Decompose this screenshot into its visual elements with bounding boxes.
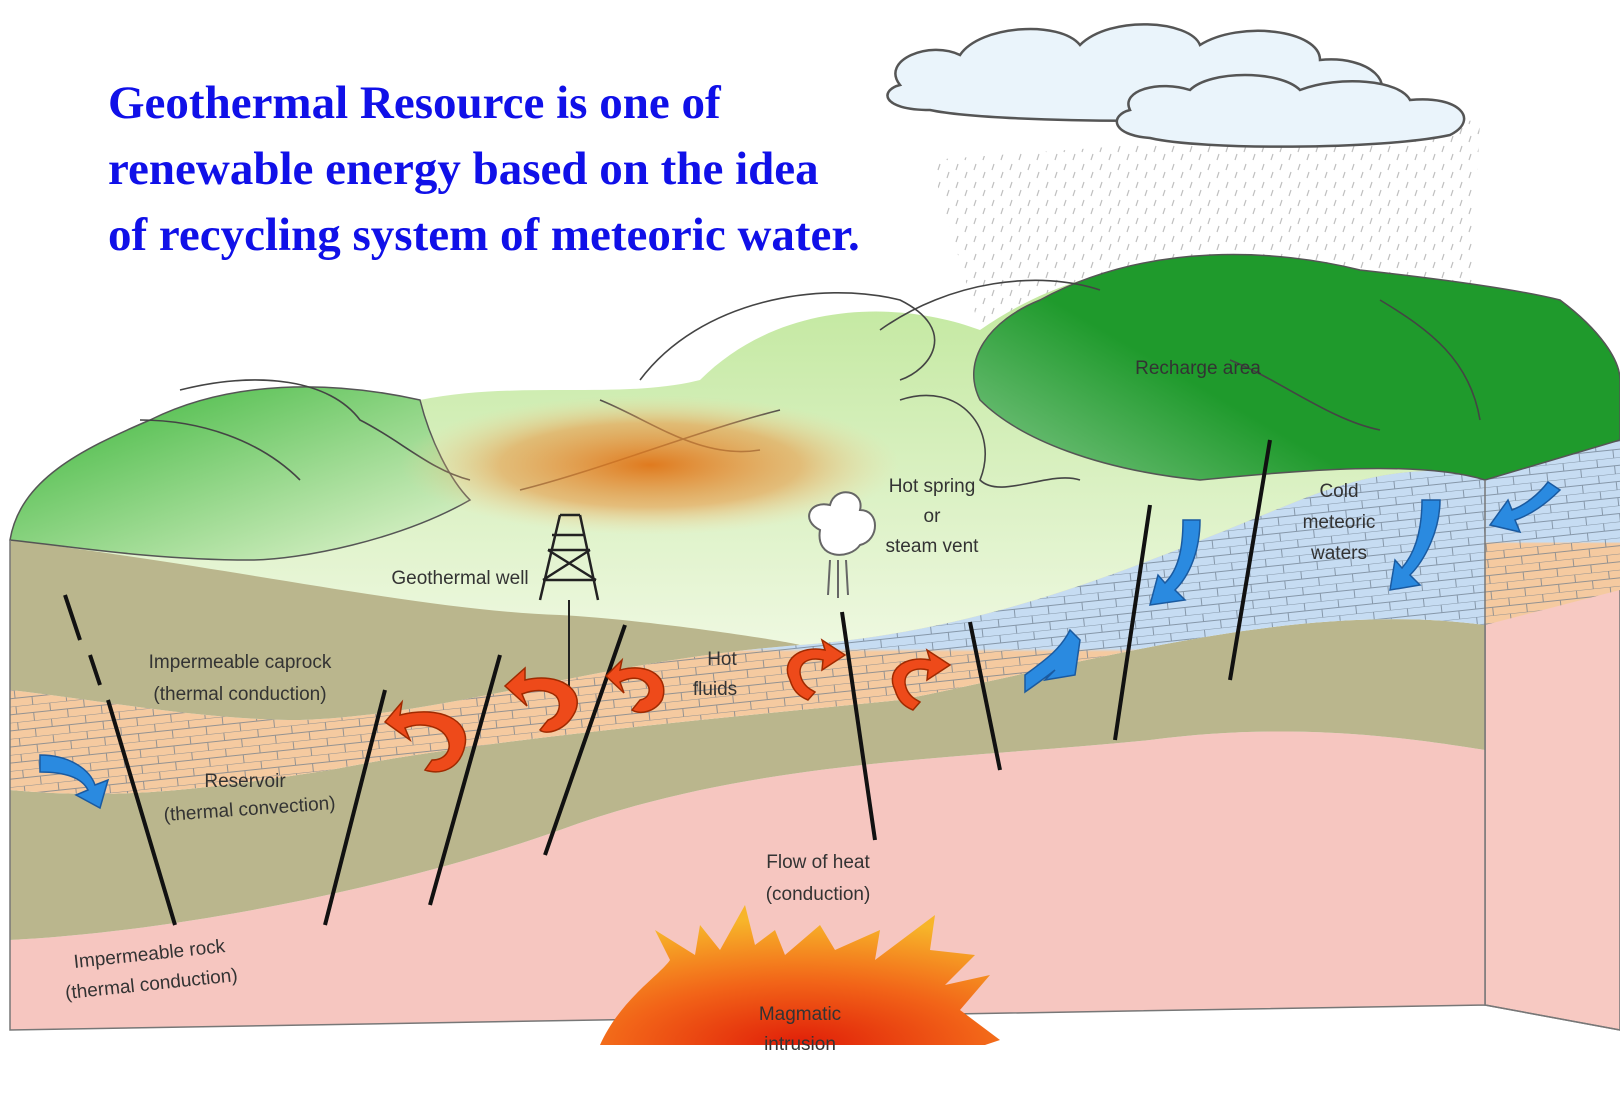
thermal-anomaly [400,395,900,535]
label-geothermal-well: Geothermal well [391,568,528,589]
headline: Geothermal Resource is one of renewable … [108,70,1008,268]
magmatic-intrusion [600,905,1000,1045]
label-hot-fluids-2: fluids [693,679,737,700]
label-hot-spring-3: steam vent [886,536,980,557]
impermeable-rock [10,619,1485,940]
faults [63,439,1272,926]
label-cold-3: waters [1310,543,1367,564]
label-flow-heat-2: (conduction) [766,884,871,905]
label-hot-spring-1: Hot spring [889,476,976,497]
label-magmatic-2: intrusion [764,1034,836,1055]
headline-line-2: renewable energy based on the idea [108,143,819,195]
geothermal-well-icon [538,513,600,700]
label-cold-1: Cold [1319,481,1358,502]
headline-line-1: Geothermal Resource is one of [108,77,721,129]
label-caprock-2: (thermal conduction) [153,684,326,705]
label-cold-2: meteoric [1303,512,1376,533]
steam-vent-icon [808,491,876,598]
label-recharge-area: Recharge area [1135,358,1261,379]
cold-water-arrows [39,480,1562,810]
label-hot-fluids-1: Hot [707,649,737,670]
label-hot-spring-2: or [924,506,942,527]
basement-rock [10,731,1485,1030]
headline-line-3: of recycling system of meteoric water. [108,209,860,261]
label-reservoir-1: Reservoir [204,771,286,792]
hot-fluid-arrows [383,638,952,773]
label-caprock-1: Impermeable caprock [149,652,332,673]
label-magmatic-1: Magmatic [759,1004,841,1025]
cloud-icon [886,23,1466,148]
label-flow-heat-1: Flow of heat [766,852,870,873]
